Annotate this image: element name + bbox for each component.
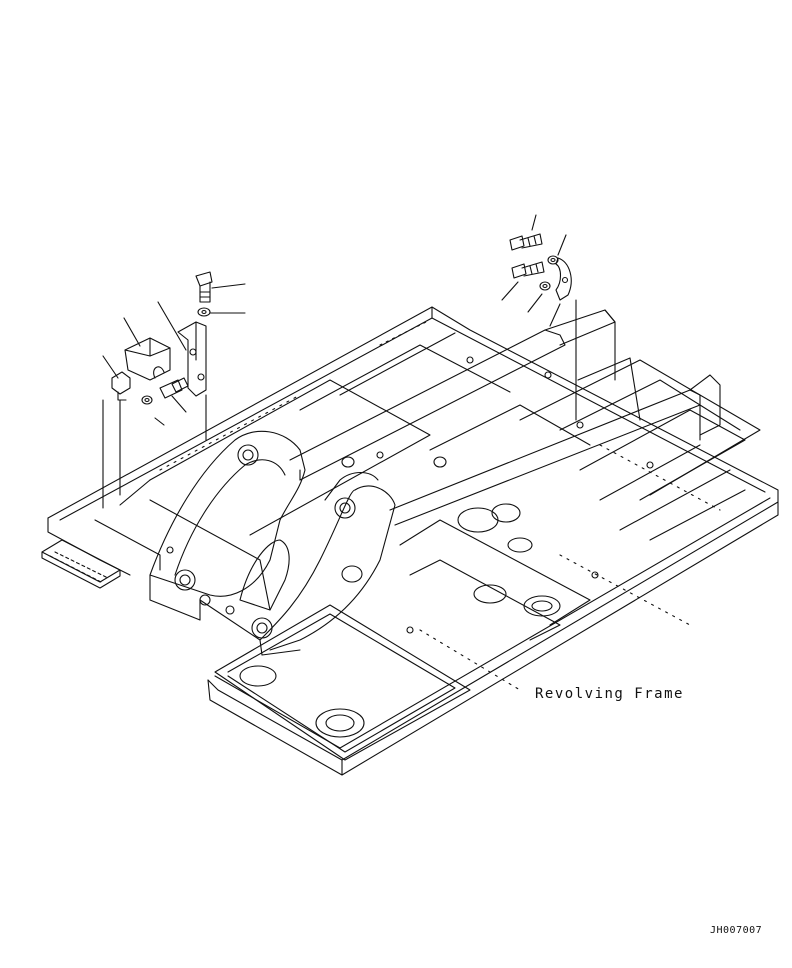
revolving-frame <box>48 307 778 775</box>
frame-fasteners <box>167 357 653 633</box>
boom-mount <box>150 431 395 655</box>
step-plate <box>42 540 120 588</box>
frame-label: Revolving Frame <box>535 686 684 702</box>
left-parts-cluster <box>103 272 245 508</box>
right-parts-cluster <box>502 215 576 420</box>
drawing-code: JH007007 <box>710 925 763 936</box>
lamp-housing <box>125 338 170 380</box>
side-rails <box>290 310 720 525</box>
